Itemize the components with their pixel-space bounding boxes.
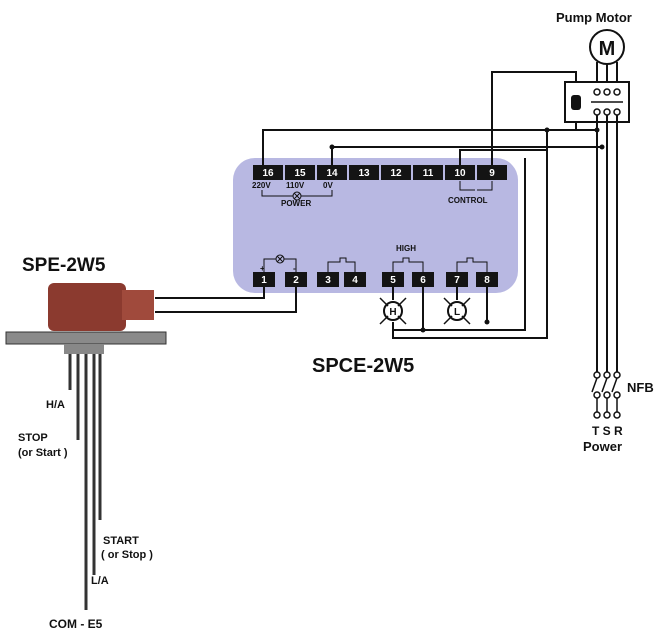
pump-motor-label: Pump Motor	[556, 10, 632, 25]
terminal-9	[477, 165, 507, 180]
terminal-11	[413, 165, 443, 180]
terminal-3	[317, 272, 339, 287]
terminal-label-15: 15	[294, 168, 306, 179]
contact-5-6-icon	[392, 257, 424, 272]
sensor-body	[48, 283, 126, 331]
terminal-label-10: 10	[454, 168, 466, 179]
control-contact-bracket	[459, 181, 493, 191]
phase-labels: T S R	[592, 424, 623, 438]
probe-ha-label: H/A	[46, 399, 65, 411]
terminal-label-16: 16	[262, 168, 274, 179]
wire-common-return	[392, 150, 548, 339]
voltage-0v-label: 0V	[323, 181, 333, 190]
motor-leads	[596, 62, 618, 82]
contact-7-8-icon	[456, 257, 488, 272]
plus-sign: +	[260, 264, 265, 273]
probe-com-label: COM - E5	[49, 617, 103, 631]
probe-rods	[68, 354, 102, 610]
power-source-label: Power	[583, 439, 622, 454]
sensor-thread	[64, 344, 104, 354]
voltage-110v-label: 110V	[286, 181, 305, 190]
wire-sensor-2	[155, 287, 297, 313]
terminal-6	[412, 272, 434, 287]
terminal-4	[344, 272, 366, 287]
wire-10-control	[459, 130, 548, 165]
minus-sign: -	[293, 264, 296, 273]
junction-dot	[484, 319, 490, 325]
junction-dot	[599, 144, 605, 150]
voltage-220v-label: 220V	[252, 181, 271, 190]
terminal-7	[446, 272, 468, 287]
control-label: CONTROL	[448, 196, 488, 205]
lamp-h-letter: H	[389, 307, 396, 318]
terminal-8	[476, 272, 498, 287]
terminal-label-8: 8	[484, 275, 490, 286]
terminal-label-4: 4	[352, 275, 358, 286]
lamp-l: L	[443, 297, 471, 325]
contact-3-4-icon	[327, 257, 356, 272]
terminal-label-9: 9	[489, 168, 495, 179]
terminal-13	[349, 165, 379, 180]
terminal-label-14: 14	[326, 168, 338, 179]
probe-stop-alt-label: (or Start )	[18, 447, 68, 459]
bottom-terminal-row: 1 2 3 4 5 6 7 8	[253, 272, 498, 287]
sensor-title: SPE-2W5	[22, 255, 106, 276]
junction-dot	[329, 144, 335, 150]
terminal-label-13: 13	[358, 168, 370, 179]
terminal-14	[317, 165, 347, 180]
power-label: POWER	[281, 199, 311, 208]
motor-symbol: M	[599, 38, 616, 60]
wire-16-power	[262, 129, 597, 165]
terminal-10	[445, 165, 475, 180]
probe-start-alt-label: ( or Stop )	[101, 549, 153, 561]
sensor-lamp-cross-icon	[276, 255, 284, 263]
terminal-label-1: 1	[261, 275, 267, 286]
probe-start-label: START	[103, 535, 139, 547]
terminal-16	[253, 165, 283, 180]
lamp-l-letter: L	[454, 307, 460, 318]
controller-panel	[233, 158, 518, 293]
high-label: HIGH	[396, 244, 416, 253]
terminal-label-5: 5	[390, 275, 396, 286]
wire-9-coil	[491, 71, 577, 165]
power-lamp-cross-icon	[293, 192, 301, 200]
sensor-cable-gland	[122, 290, 154, 320]
sensor-mounting-plate	[5, 331, 167, 345]
terminal-2	[285, 272, 307, 287]
probe-la-label: L/A	[91, 575, 109, 587]
terminal-label-7: 7	[454, 275, 460, 286]
contactor-contacts-icon	[591, 88, 623, 116]
three-phase-lines	[596, 115, 618, 372]
probe-stop-label: STOP	[18, 432, 48, 444]
terminal-label-12: 12	[390, 168, 402, 179]
lamp-h: H	[379, 297, 407, 325]
terminal-label-3: 3	[325, 275, 331, 286]
terminal-label-11: 11	[423, 168, 434, 179]
terminal-label-2: 2	[293, 275, 299, 286]
terminal-1	[253, 272, 275, 287]
top-terminal-row: 16 15 14 13 12 11 10 9	[253, 165, 507, 180]
contactor-coil-icon	[571, 95, 581, 110]
junction-dot	[420, 327, 426, 333]
nfb-label: NFB	[627, 380, 654, 395]
junction-dot	[594, 127, 600, 133]
terminal-12	[381, 165, 411, 180]
junction-dot	[544, 127, 550, 133]
terminal-label-6: 6	[420, 275, 426, 286]
wire-lamp-return	[423, 158, 526, 331]
controller-title: SPCE-2W5	[312, 355, 414, 377]
nfb-breaker-icon	[591, 371, 621, 419]
wire-sensor-1	[155, 287, 265, 299]
terminal-15	[285, 165, 315, 180]
terminal-5	[382, 272, 404, 287]
